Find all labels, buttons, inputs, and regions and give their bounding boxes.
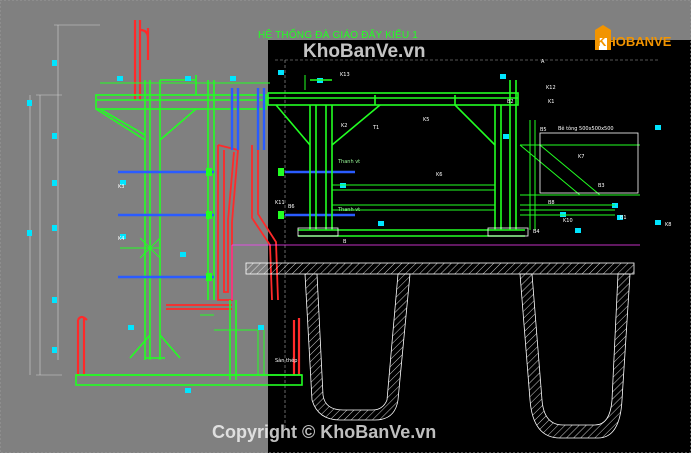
rod-end-plates — [206, 168, 284, 281]
label-b4: B4 — [533, 229, 540, 235]
label-be-tong: Bê tông 500x500x500 — [558, 125, 614, 132]
deck-slab — [245, 262, 635, 275]
label-b1: B1 — [620, 215, 627, 221]
watermark-center: KhoBanVe.vn — [303, 41, 425, 62]
left-cyan-markers — [27, 60, 57, 353]
label-b3: B3 — [598, 183, 605, 189]
blue-rods — [118, 88, 355, 279]
drawing-title: HỆ THỐNG ĐÀ GIÁO ĐẨY KIỂU 1 — [258, 27, 418, 41]
girder-web-right — [519, 273, 631, 439]
watermark-copyright: Copyright © KhoBanVe.vn — [212, 422, 436, 442]
label-b5: B5 — [540, 127, 547, 133]
label-b2: B2 — [507, 99, 514, 105]
magenta-guide-lines — [231, 244, 640, 300]
label-k12: K12 — [546, 85, 556, 91]
logo-text: KHOBANVE — [597, 34, 672, 49]
label-k13: K13 — [340, 72, 350, 78]
label-k11: K11 — [275, 200, 285, 206]
label-k10: K10 — [563, 218, 573, 224]
drawing-labels: K13 K12 K1 K2 K3 K4 K5 K6 K7 K8 K10 K11 … — [118, 59, 671, 364]
logo-graphic: KHOBANVE — [595, 25, 672, 50]
right-green-details — [304, 75, 640, 230]
label-thanh-vt-2: Thanh vt — [337, 207, 360, 213]
left-red-column-bottom — [76, 315, 301, 375]
concrete-block-outline — [539, 132, 639, 194]
label-k5: K5 — [423, 117, 429, 123]
label-t1: T1 — [372, 125, 379, 131]
label-k7: K7 — [578, 154, 584, 160]
label-k1: K1 — [548, 99, 554, 105]
label-k2: K2 — [341, 123, 347, 129]
label-thanh-vt-1: Thanh vt — [337, 159, 360, 165]
label-section-a: A — [541, 59, 545, 65]
label-k4: K4 — [118, 236, 124, 242]
label-k6: K6 — [436, 172, 442, 178]
left-green-details — [100, 82, 270, 375]
black-background — [268, 40, 691, 453]
label-b6: B6 — [288, 204, 295, 210]
box-girder — [245, 262, 635, 439]
label-b8: B8 — [548, 200, 555, 206]
label-section-b: B — [343, 239, 347, 245]
girder-web-left — [304, 273, 411, 421]
khobanve-logo[interactable]: KHOBANVE — [593, 24, 685, 54]
left-green-frame — [75, 75, 303, 386]
base-plates — [297, 227, 529, 237]
label-san-thep: Sàn thép — [275, 357, 297, 364]
label-k8: K8 — [665, 222, 671, 228]
label-k3: K3 — [118, 184, 124, 190]
left-red-column-top — [133, 20, 150, 100]
